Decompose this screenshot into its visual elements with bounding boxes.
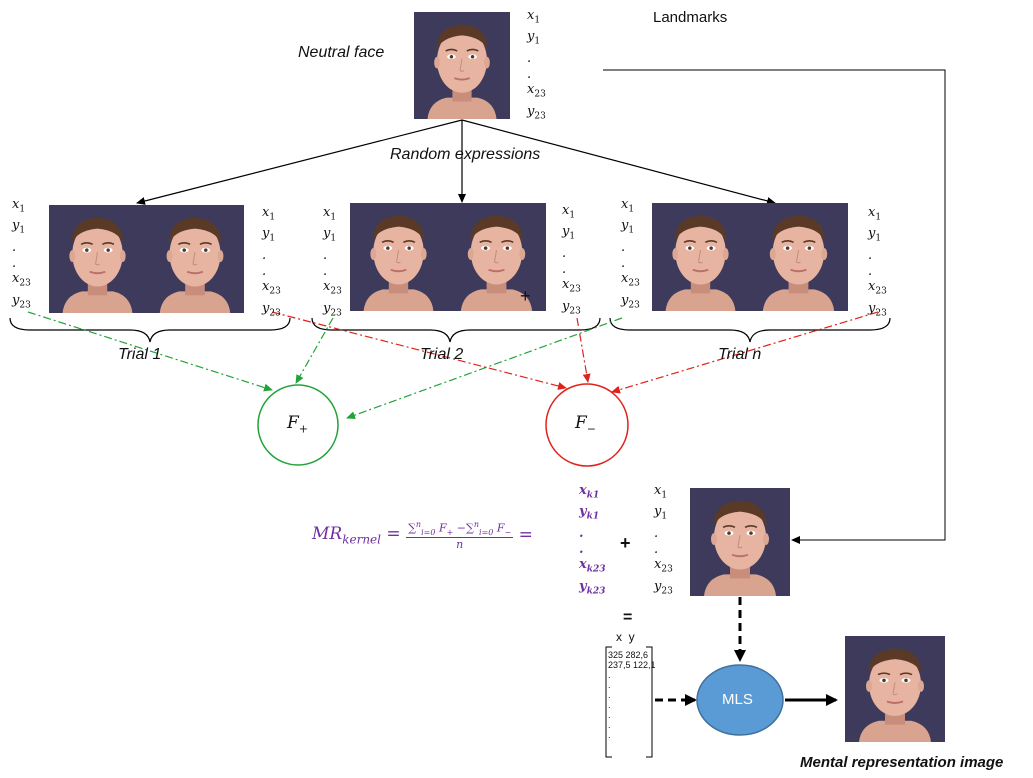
equals-sign: =: [623, 609, 633, 626]
trialn-face-right: [749, 203, 848, 311]
trial-1-label: Trial 1: [118, 346, 162, 363]
trial2-face-left: [350, 203, 447, 311]
neutral-face-kernel-image: [690, 488, 790, 596]
neutral-face-image: [414, 12, 510, 119]
landmarks-title: Landmarks: [653, 9, 728, 26]
mls-label: MLS: [722, 691, 753, 708]
positive-arrows: [27, 311, 623, 420]
landmark-path-arrow: [603, 69, 946, 544]
trial-braces: [9, 317, 891, 343]
mls-node: [696, 664, 784, 736]
trialn-face-left: [652, 203, 749, 311]
matrix-header: x y: [616, 630, 635, 644]
matrix-row: 325 282,6: [608, 650, 649, 660]
coord-x1: x1: [527, 8, 541, 26]
neutral-face-label: Neutral face: [298, 44, 385, 61]
matrix-row: .: [608, 680, 611, 690]
matrix-row: .: [608, 720, 611, 730]
trial2-face-right: [447, 203, 546, 311]
trial1-face-left: [49, 205, 146, 313]
expression-arrows: [136, 119, 776, 205]
f-minus-circle: [545, 383, 629, 467]
random-expressions-label: Random expressions: [390, 146, 541, 163]
matrix-row: .: [608, 670, 611, 680]
negative-arrows: [271, 311, 879, 394]
trial1-face-right: [146, 205, 244, 313]
kernel-equation: MRkernel = ∑ni=0 F+ −∑ni=0 F− n =: [312, 520, 533, 551]
plus-sign: +: [620, 533, 631, 553]
mental-representation-image: [845, 636, 945, 742]
matrix-row: .: [608, 690, 611, 700]
trial-n-label: Trial n: [718, 346, 762, 363]
trial-2-label: Trial 2: [420, 346, 464, 363]
matrix-brackets: [605, 646, 653, 758]
trial2-plus-mark: +: [520, 286, 531, 306]
matrix-row: .: [608, 700, 611, 710]
matrix-row: .: [608, 730, 611, 740]
f-minus-label: F−: [575, 413, 597, 436]
f-plus-label: F+: [287, 413, 309, 436]
matrix-row: 237,5 122,1: [608, 660, 656, 670]
f-plus-circle: [257, 384, 339, 466]
matrix-row: .: [608, 710, 611, 720]
output-label: Mental representation image: [800, 754, 1004, 771]
